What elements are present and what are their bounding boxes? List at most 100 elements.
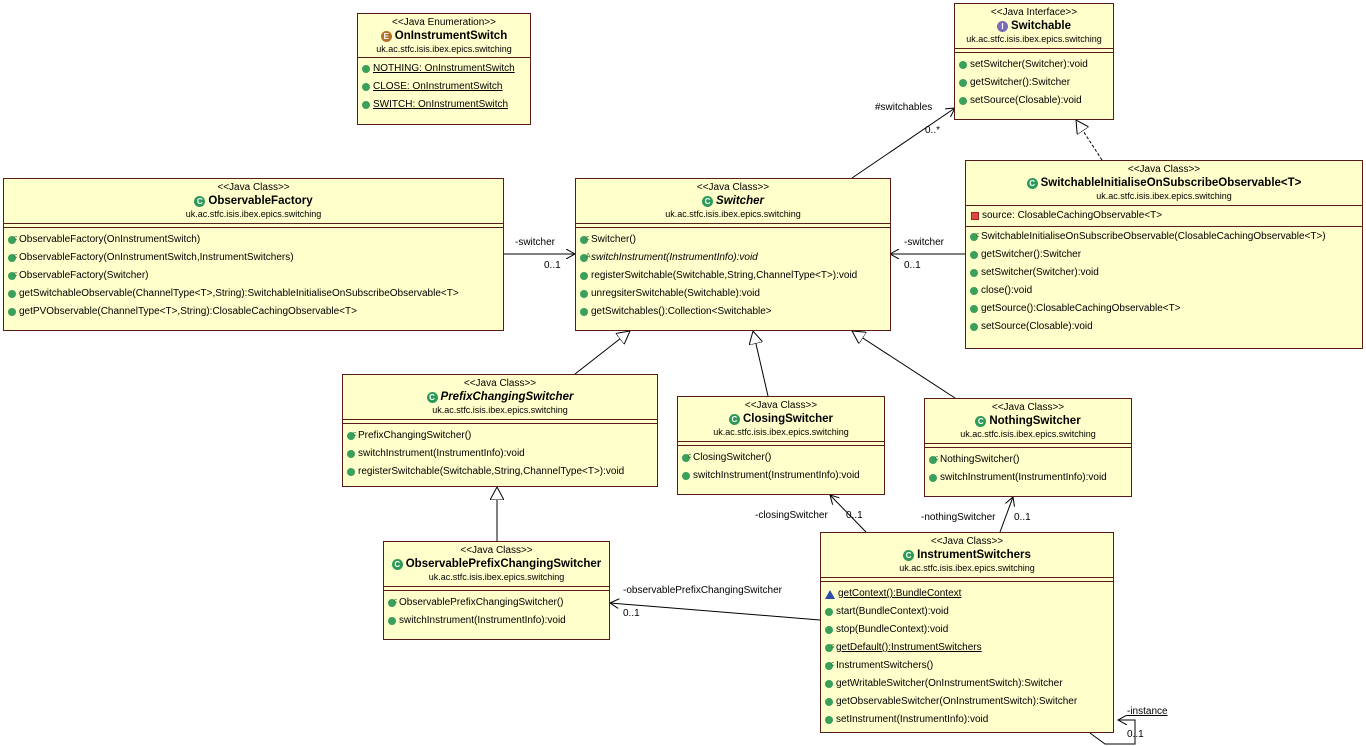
mult-nothing: 0..1: [1014, 512, 1031, 523]
role-instance: -instance: [1127, 706, 1168, 717]
role-init-switcher: -switcher: [904, 237, 945, 248]
package-name: uk.ac.stfc.isis.ibex.epics.switching: [960, 429, 1096, 439]
assoc-instance: [1089, 720, 1136, 745]
gen-prefix-switcher: [574, 331, 630, 375]
public-method-icon: [970, 287, 978, 295]
mult-switchables: 0..*: [925, 125, 941, 136]
constructor-icon: c: [580, 235, 590, 244]
enum-icon: E: [380, 30, 392, 42]
role-nothing: -nothingSwitcher: [921, 512, 996, 523]
operation: stop(BundleContext):void: [821, 621, 1113, 639]
operation: setSource(Closable):void: [966, 318, 1362, 336]
stereotype: <<Java Class>>: [463, 378, 537, 389]
class-name: OnInstrumentSwitch: [394, 30, 508, 42]
public-method-icon: [825, 716, 833, 724]
class-icon: C: [1026, 177, 1038, 189]
public-method-icon: [347, 468, 355, 476]
stereotype: <<Java Interface>>: [990, 7, 1078, 18]
mult-init-switcher: 0..1: [904, 260, 921, 271]
operation: getSwitchables():Collection<Switchable>: [576, 303, 890, 321]
public-method-icon: [959, 79, 967, 87]
static-operation: getContext():BundleContext: [821, 585, 1113, 603]
stereotype: <<Java Class>>: [930, 536, 1004, 547]
public-method-icon: [347, 450, 355, 458]
class-name: SwitchableInitialiseOnSubscribeObservabl…: [1040, 177, 1302, 189]
stereotype: <<Java Class>>: [1127, 164, 1201, 175]
public-method-icon: [825, 680, 833, 688]
public-method-icon: [682, 472, 690, 480]
role-switchables: #switchables: [875, 102, 933, 113]
operation: getSwitcher():Switcher: [955, 74, 1113, 92]
gen-nothing-switcher: [852, 331, 956, 399]
role-factory-switcher: -switcher: [515, 237, 556, 248]
public-method-icon: [970, 269, 978, 277]
constructor-icon: c: [825, 661, 835, 670]
operation: setSwitcher(Switcher):void: [955, 56, 1113, 74]
realization-switchable: [1076, 120, 1103, 161]
public-method-icon: [580, 290, 588, 298]
public-method-icon: [8, 308, 16, 316]
constructor-icon: c: [8, 253, 18, 262]
class-icon: C: [728, 413, 740, 425]
abstract-method-icon: A: [580, 253, 591, 262]
enum-literal: CLOSE: OnInstrumentSwitch: [358, 78, 530, 96]
mult-obs-prefix: 0..1: [623, 608, 640, 619]
stereotype: <<Java Class>>: [744, 400, 818, 411]
class-icon: C: [975, 415, 987, 427]
public-method-icon: [825, 698, 833, 706]
class-name: ObservableFactory: [208, 195, 313, 207]
stereotype: <<Java Enumeration>>: [392, 17, 496, 28]
operation: getObservableSwitcher(OnInstrumentSwitch…: [821, 693, 1113, 711]
assoc-closing: [830, 495, 867, 533]
class-name: ClosingSwitcher: [742, 413, 834, 425]
constructor-icon: c: [8, 271, 18, 280]
mult-factory-switcher: 0..1: [544, 260, 561, 271]
abstract-class-icon: C: [426, 391, 438, 403]
mult-instance: 0..1: [1127, 729, 1144, 740]
package-name: uk.ac.stfc.isis.ibex.epics.switching: [1096, 191, 1232, 201]
assoc-nothing: [999, 497, 1013, 533]
package-name: uk.ac.stfc.isis.ibex.epics.switching: [966, 34, 1102, 44]
class-icon: C: [391, 558, 403, 570]
mult-closing: 0..1: [846, 510, 863, 521]
operation: getSwitcher():Switcher: [966, 246, 1362, 264]
operation: registerSwitchable(Switchable,String,Cha…: [576, 267, 890, 285]
constructor-icon: c: [8, 235, 18, 244]
operation: setInstrument(InstrumentInfo):void: [821, 711, 1113, 729]
public-method-icon: [959, 97, 967, 105]
operation: getWritableSwitcher(OnInstrumentSwitch):…: [821, 675, 1113, 693]
operation: unregsiterSwitchable(Switchable):void: [576, 285, 890, 303]
operation: switchInstrument(InstrumentInfo):void: [678, 467, 884, 485]
operation: start(BundleContext):void: [821, 603, 1113, 621]
enum-literal: SWITCH: OnInstrumentSwitch: [358, 96, 530, 114]
public-method-icon: [970, 305, 978, 313]
constructor-icon: c: [970, 232, 980, 241]
package-name: uk.ac.stfc.isis.ibex.epics.switching: [185, 209, 322, 219]
operation: getSwitchableObservable(ChannelType<T>,S…: [4, 285, 503, 303]
stereotype: <<Java Class>>: [696, 182, 770, 193]
static-method-icon: s: [825, 643, 835, 652]
constructor-icon: c: [388, 598, 398, 607]
operation: switchInstrument(InstrumentInfo):void: [343, 445, 657, 463]
class-name: Switchable: [1010, 20, 1072, 32]
assoc-obs-prefix: [610, 603, 821, 621]
